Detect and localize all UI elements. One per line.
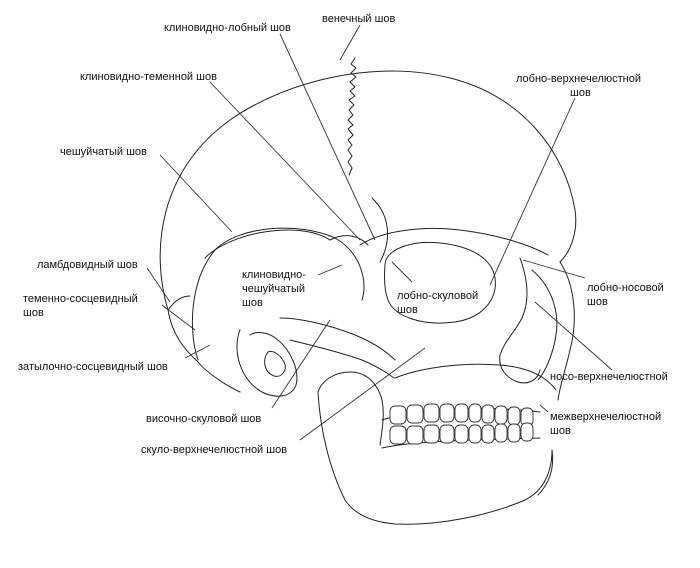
- labels: клиновидно-лобный шов венечный шов клино…: [18, 13, 668, 456]
- lower-tooth: [454, 424, 469, 444]
- upper-tooth: [423, 403, 440, 423]
- orbit: [383, 241, 496, 324]
- upper-tooth: [481, 404, 495, 424]
- label-frontonasal-1: лобно-носовой: [587, 282, 664, 294]
- leader-intermaxillary: [539, 404, 549, 413]
- upper-tooth: [507, 406, 521, 426]
- label-intermaxillary-1: межверхнечелюстной: [550, 411, 661, 423]
- nasal-aperture: [531, 269, 558, 381]
- frontal-process: [371, 197, 389, 263]
- label-temporozygomatic: височно-скуловой шов: [146, 413, 261, 425]
- leader-lines: [146, 24, 613, 441]
- lower-tooth: [507, 423, 521, 443]
- label-frontomaxillary-2: шов: [570, 87, 591, 99]
- upper-tooth: [406, 404, 424, 424]
- upper-tooth: [439, 403, 455, 423]
- lower-tooth: [481, 424, 495, 444]
- label-coronal: венечный шов: [322, 13, 396, 25]
- occipital-outline: [167, 309, 241, 393]
- lower-tooth: [439, 424, 455, 444]
- leader-parietomastoid: [161, 304, 196, 331]
- label-parietomastoid-2: шов: [23, 307, 44, 319]
- leader-sphenosquamous: [317, 264, 343, 276]
- leader-lambdoid: [146, 267, 171, 303]
- nasal-bone: [499, 257, 541, 384]
- label-parietomastoid-1: теменно-сосцевидный: [23, 293, 138, 305]
- label-nasomaxillary: носо-верхнечелюстной: [550, 371, 668, 383]
- mandible: [317, 391, 553, 525]
- label-lambdoid: ламбдовидный шов: [37, 259, 138, 271]
- leader-coronal: [339, 24, 361, 61]
- zygomatic-arch: [279, 317, 396, 361]
- squamous-detail: [329, 235, 369, 246]
- label-sphenosquamous-2: чешуйчатый: [242, 283, 305, 295]
- brow-ridge: [359, 227, 549, 256]
- lower-tooth: [468, 424, 482, 444]
- label-frontozygomatic-2: шов: [397, 304, 418, 316]
- mastoid-region: [236, 329, 298, 397]
- upper-tooth: [454, 403, 469, 423]
- parietal-line: [204, 229, 331, 259]
- lambdoid-edge: [167, 295, 191, 311]
- label-sphenoparietal: клиновидно-теменной шов: [80, 71, 217, 83]
- mandible-ramus: [317, 371, 384, 446]
- leader-sphenoparietal: [209, 81, 361, 241]
- coronal-suture-line: [347, 57, 357, 176]
- maxilla: [394, 363, 557, 391]
- label-squamous: чешуйчатый шов: [60, 146, 147, 158]
- label-frontomaxillary-1: лобно-верхнечелюстной: [516, 73, 641, 85]
- upper-tooth: [468, 403, 482, 423]
- leader-sphenofrontal: [279, 33, 376, 241]
- label-intermaxillary-2: шов: [550, 425, 571, 437]
- chin: [537, 449, 554, 496]
- label-frontonasal-2: шов: [587, 296, 608, 308]
- label-frontozygomatic-1: лобно-скуловой: [397, 290, 478, 302]
- lower-tooth: [406, 425, 424, 445]
- label-sphenosquamous-1: клиновидно-: [242, 269, 306, 281]
- leader-frontomaxillary: [489, 97, 576, 286]
- lower-tooth: [520, 422, 534, 442]
- leader-temporozygomatic: [271, 319, 331, 409]
- upper-tooth: [494, 405, 508, 425]
- lower-tooth: [494, 423, 508, 443]
- cranium-outline: [159, 70, 577, 311]
- ear-canal: [264, 351, 286, 377]
- leader-frontonasal: [522, 259, 586, 279]
- label-sphenosquamous-3: шов: [242, 297, 263, 309]
- zygomatic-arch-lower: [289, 339, 395, 379]
- label-zygomaticomaxillary: скуло-верхнечелюстной шов: [141, 444, 287, 456]
- label-occipitomastoid: затылочно-сосцевидный шов: [18, 361, 168, 373]
- temporal-squama: [191, 227, 365, 361]
- teeth: [389, 403, 534, 445]
- leader-occipitomastoid: [184, 344, 211, 359]
- leader-squamous: [159, 154, 233, 233]
- lower-tooth: [423, 424, 440, 444]
- face-front: [557, 261, 575, 401]
- leader-frontozygomatic: [391, 261, 413, 283]
- leader-nasomaxillary: [534, 301, 613, 371]
- leader-zygomaticomaxillary: [299, 347, 426, 441]
- label-sphenofrontal: клиновидно-лобный шов: [164, 22, 291, 34]
- upper-tooth: [389, 405, 407, 425]
- lower-tooth: [389, 425, 407, 445]
